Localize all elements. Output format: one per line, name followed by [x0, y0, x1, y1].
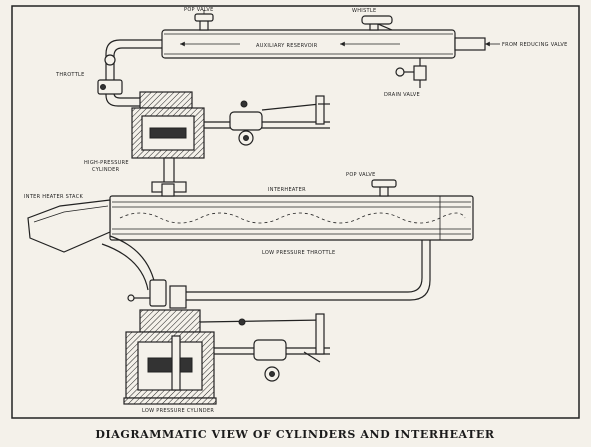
drain-valve [395, 58, 427, 88]
hp-exhaust-connector [161, 183, 175, 197]
reducing-valve-inlet-pipe [454, 37, 500, 51]
label-inter-heater-stack: INTER HEATER STACK [24, 194, 83, 200]
label-pop-valve-top: POP VALVE [184, 7, 214, 13]
label-whistle: WHISTLE [352, 8, 376, 14]
label-from-reducing-valve: FROM REDUCING VALVE [502, 42, 568, 48]
frame-border [11, 5, 580, 419]
label-interheater: INTERHEATER [268, 187, 306, 193]
low-pressure-cylinder [123, 309, 330, 405]
pop-valve-top [194, 10, 214, 31]
label-auxiliary-reservoir: AUXILIARY RESERVOIR [256, 43, 318, 49]
label-pop-valve-mid: POP VALVE [346, 172, 376, 178]
high-pressure-valve-gear [229, 95, 330, 146]
high-pressure-cylinder [131, 91, 330, 193]
label-high-pressure-line-1: HIGH-PRESSURE [84, 160, 129, 166]
whistle [361, 15, 393, 31]
label-high-pressure-cylinder: HIGH-PRESSURE CYLINDER [84, 160, 131, 173]
throttle-pipe [97, 39, 162, 107]
interheater-stack [27, 199, 111, 253]
interheater [109, 195, 474, 241]
low-pressure-valve-gear [199, 313, 325, 382]
low-pressure-throttle [127, 279, 187, 309]
auxiliary-reservoir [161, 29, 456, 59]
label-drain-valve: DRAIN VALVE [384, 92, 420, 98]
pop-valve-interheater [371, 179, 397, 197]
label-low-pressure-cylinder: LOW PRESSURE CYLINDER [142, 408, 214, 414]
figure-caption: DIAGRAMMATIC VIEW OF CYLINDERS AND INTER… [95, 428, 494, 441]
label-throttle: THROTTLE [55, 72, 85, 78]
label-low-pressure-throttle: LOW PRESSURE THROTTLE [262, 250, 335, 256]
label-high-pressure-line-2: CYLINDER [92, 167, 120, 173]
